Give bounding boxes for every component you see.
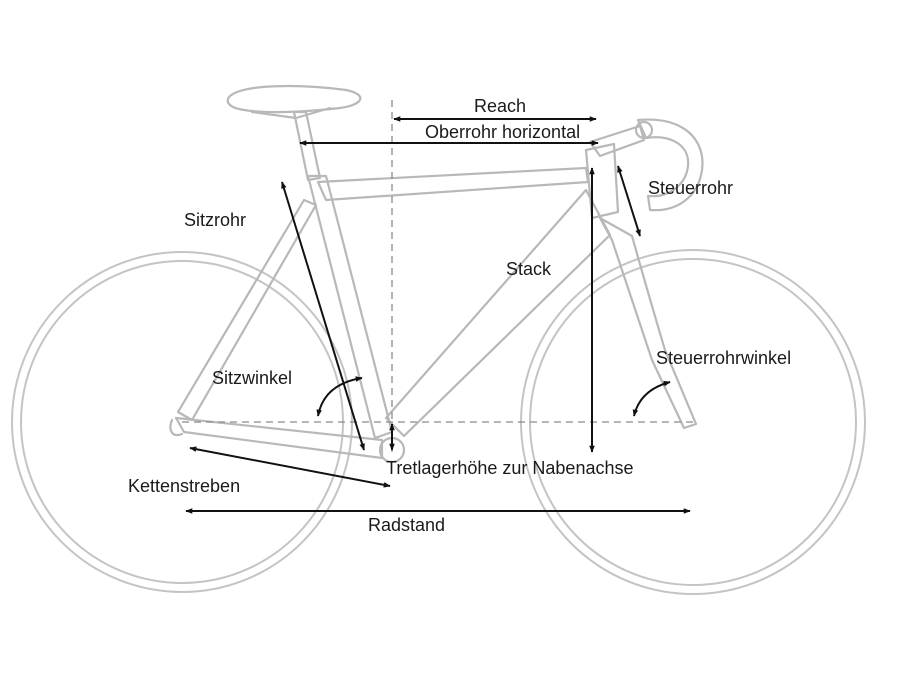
label-steuerrohr: Steuerrohr bbox=[648, 178, 733, 198]
label-tretlager: Tretlagerhöhe zur Nabenachse bbox=[386, 458, 633, 478]
seat-angle-arc bbox=[316, 376, 363, 417]
label-kettenstreben: Kettenstreben bbox=[128, 476, 240, 496]
label-sitzwinkel: Sitzwinkel bbox=[212, 368, 292, 388]
head-tube-arrow bbox=[617, 165, 641, 237]
chainstay-arrow bbox=[189, 446, 391, 488]
label-steuerrohrwinkel: Steuerrohrwinkel bbox=[656, 348, 791, 368]
seat-tube-arrow bbox=[281, 181, 365, 451]
head-angle-arc bbox=[632, 380, 671, 417]
label-reach: Reach bbox=[474, 96, 526, 116]
label-sitzrohr: Sitzrohr bbox=[184, 210, 246, 230]
label-stack: Stack bbox=[506, 259, 552, 279]
label-oberrohr: Oberrohr horizontal bbox=[425, 122, 580, 142]
label-radstand: Radstand bbox=[368, 515, 445, 535]
